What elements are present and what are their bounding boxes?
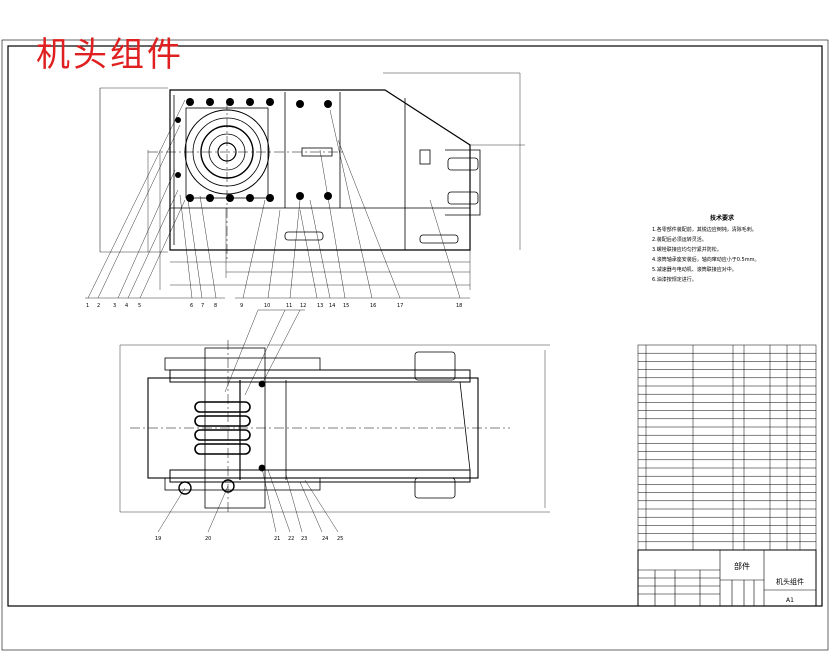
balloon: 23 [301, 536, 307, 542]
balloon: 19 [155, 536, 161, 542]
balloon: 13 [317, 303, 323, 309]
balloon: 16 [370, 303, 376, 309]
inner-border [7, 45, 823, 607]
note-item: 6.油漆按规定进行。 [652, 277, 697, 283]
balloon: 11 [286, 303, 292, 309]
balloon: 5 [138, 303, 141, 309]
note-item: 1.各零部件装配前，其锐边应倒钝，清除毛刺。 [652, 227, 757, 233]
bolt-holes [175, 98, 332, 202]
balloons-top: 1 2 3 4 5 6 7 8 9 10 11 12 13 14 15 16 1… [86, 303, 462, 309]
notes-title: 技术要求 [709, 215, 734, 222]
bottom-view [119, 309, 550, 533]
balloon: 18 [456, 303, 462, 309]
balloons-bottom: 19 20 21 22 23 24 25 [155, 536, 343, 542]
balloon: 7 [201, 303, 204, 309]
balloon: 6 [190, 303, 193, 309]
balloon: 10 [264, 303, 270, 309]
note-item: 5.减速器与电动机、滚筒联接应对中。 [652, 267, 737, 273]
balloon: 3 [113, 303, 116, 309]
note-item: 3.螺栓联接应均匀拧紧并防松。 [652, 247, 722, 253]
title-block [637, 549, 817, 607]
balloon: 20 [205, 536, 211, 542]
balloon: 12 [300, 303, 306, 309]
note-item: 4.滚筒轴承座安装后，轴向窜动应小于0.5mm。 [652, 257, 760, 263]
balloon: 17 [397, 303, 403, 309]
balloon: 21 [274, 536, 280, 542]
outer-border [1, 39, 829, 651]
balloon: 1 [86, 303, 89, 309]
parts-list [637, 344, 817, 551]
balloon: 22 [288, 536, 294, 542]
balloon: 2 [97, 303, 100, 309]
leaders-bottom [157, 309, 339, 533]
drawing-name-label: 机头组件 [776, 577, 804, 586]
leaders-top [85, 99, 470, 299]
top-view [85, 72, 525, 299]
balloon: 8 [214, 303, 217, 309]
coupling [194, 401, 251, 455]
part-type-label: 部件 [734, 561, 750, 571]
note-item: 2.装配后必须运转灵活。 [652, 237, 707, 243]
balloon: 24 [322, 536, 328, 542]
sheet-size-label: A1 [786, 597, 794, 604]
balloon: 4 [125, 303, 128, 309]
balloon: 14 [329, 303, 335, 309]
technical-requirements: 技术要求 1.各零部件装配前，其锐边应倒钝，清除毛刺。 2.装配后必须运转灵活。… [652, 214, 792, 285]
balloon: 9 [240, 303, 243, 309]
balloon: 25 [337, 536, 343, 542]
page-title: 机头组件 [36, 35, 184, 75]
balloon: 15 [343, 303, 349, 309]
